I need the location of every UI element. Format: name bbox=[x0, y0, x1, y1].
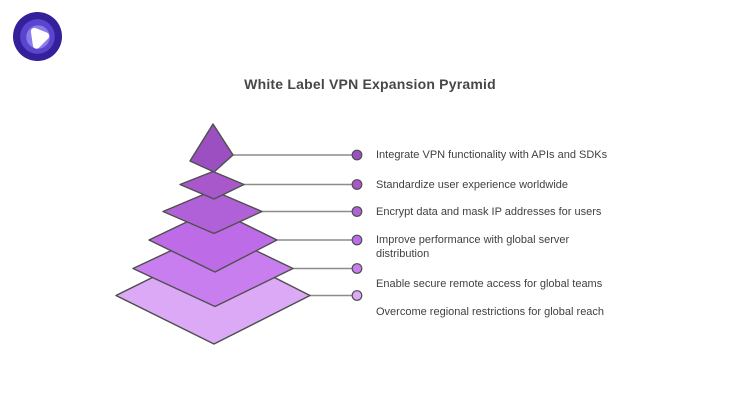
pyramid-layer-1 bbox=[189, 123, 234, 173]
connector-dot bbox=[351, 263, 363, 274]
layer-label-3: Encrypt data and mask IP addresses for u… bbox=[376, 206, 602, 218]
pyramid-layer-4 bbox=[148, 208, 278, 273]
layer-label-6: Overcome regional restrictions for globa… bbox=[376, 306, 605, 318]
layer-label-2: Standardize user experience worldwide bbox=[376, 179, 568, 191]
connector-dot bbox=[351, 234, 363, 246]
purevpn-logo-icon bbox=[13, 12, 62, 61]
connector-dot bbox=[351, 179, 363, 190]
layer-label-5: Enable secure remote access for global t… bbox=[376, 278, 603, 290]
layer-label-4: Improve performance with global server d… bbox=[376, 234, 570, 260]
connector-dot bbox=[351, 149, 363, 161]
page-title: White Label VPN Expansion Pyramid bbox=[244, 76, 496, 92]
layer-label-1: Integrate VPN functionality with APIs an… bbox=[376, 149, 608, 161]
pyramid-layer-2 bbox=[179, 170, 245, 200]
pyramid-layer-3 bbox=[162, 189, 263, 235]
connector-dot bbox=[351, 290, 363, 301]
connector-dot bbox=[351, 206, 363, 217]
logo-core-triangle bbox=[30, 27, 50, 49]
